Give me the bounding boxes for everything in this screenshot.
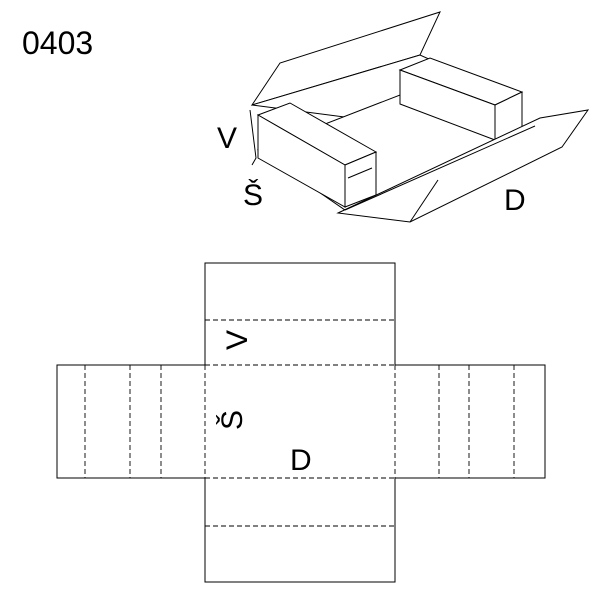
net-label-v: V (221, 330, 254, 350)
front-flap-fold-2 (344, 125, 536, 211)
flat-net: V Š D (56, 262, 546, 583)
iso-label-d: D (504, 184, 526, 217)
left-tube-inner-edge (347, 167, 373, 179)
left-flap-edge (249, 109, 257, 166)
isometric-box-view: V Š D (217, 11, 590, 223)
left-tube-end (344, 151, 377, 208)
iso-label-v: V (217, 122, 237, 155)
iso-label-s: Š (243, 178, 263, 212)
left-end-tube (256, 102, 378, 208)
front-flap-fold (409, 179, 439, 223)
front-flap-d (336, 109, 590, 223)
net-label-s: Š (215, 410, 249, 430)
model-code: 0403 (22, 25, 93, 61)
right-end-tube (398, 57, 524, 141)
net-label-d: D (290, 444, 312, 477)
